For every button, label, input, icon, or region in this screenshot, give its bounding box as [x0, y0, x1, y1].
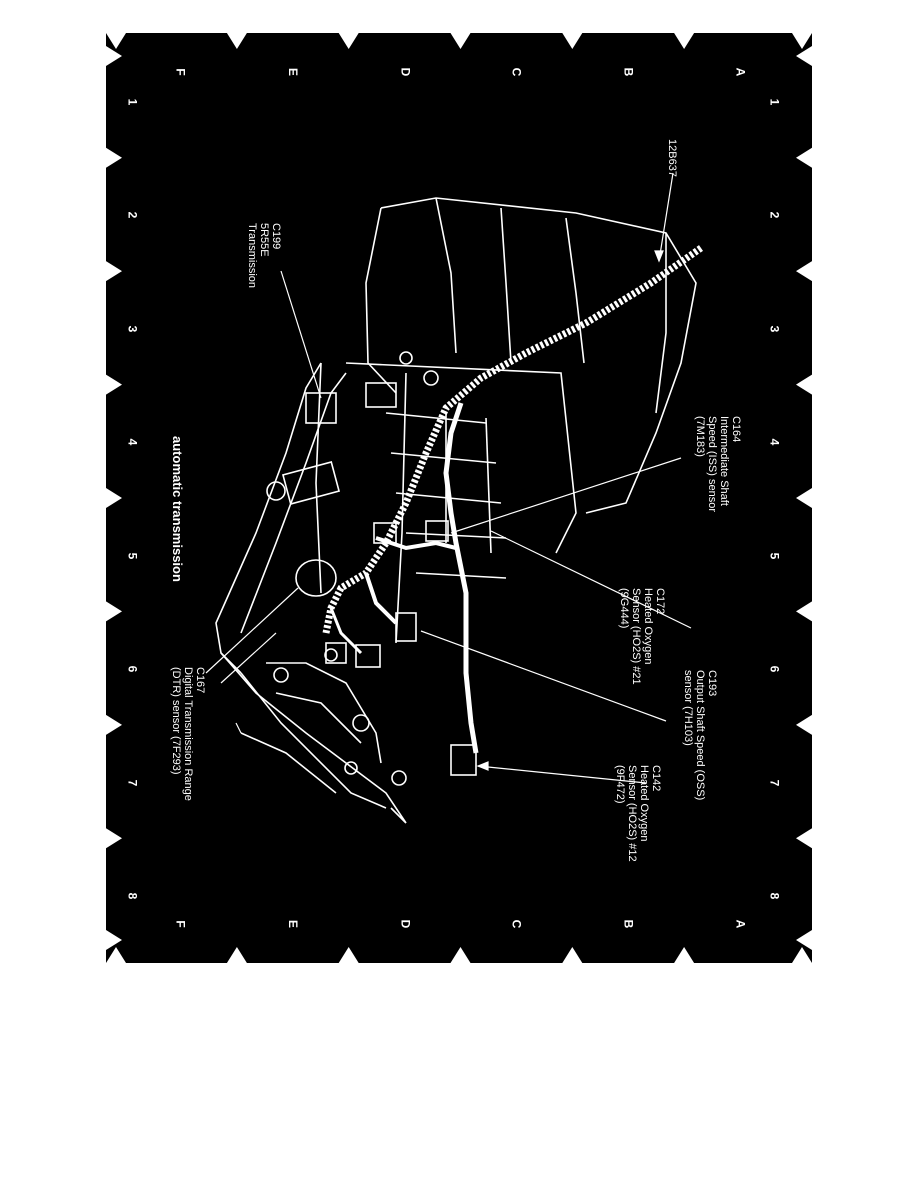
grid-column-label: 6	[125, 665, 140, 673]
grid-marker-triangle	[674, 947, 695, 963]
grid-marker-triangle	[796, 714, 812, 735]
callout-line: (9F472)	[614, 765, 626, 804]
callout-line: Heated Oxygen	[642, 588, 654, 665]
grid-marker-triangle	[106, 947, 126, 963]
grid-marker-triangle	[106, 930, 122, 950]
callout-line: (DTR) sensor (7F293)	[170, 667, 182, 775]
grid-column-label: 6	[767, 665, 782, 673]
grid-marker-triangle	[562, 947, 583, 963]
grid-column-label: 7	[767, 779, 782, 786]
callout-line: Transmission	[246, 223, 258, 288]
grid-marker-triangle	[226, 33, 247, 49]
grid-marker-triangle	[792, 947, 812, 963]
callout-c164: C164 Intermediate Shaft Speed (ISS) sens…	[694, 416, 742, 512]
callout-line: C172	[654, 588, 666, 615]
grid-column-label: 3	[125, 325, 140, 333]
grid-marker-triangle	[106, 147, 122, 168]
callout-c199: C199 5R55E Transmission	[246, 223, 282, 288]
grid-marker-triangle	[106, 261, 122, 282]
grid-column-label: 5	[125, 552, 140, 560]
grid-column-label: 1	[767, 98, 782, 106]
leader-lines	[205, 172, 692, 784]
grid-column-label: 8	[767, 892, 782, 900]
grid-marker-triangle	[796, 828, 812, 849]
grid-column-label: 2	[125, 212, 140, 219]
grid-row-label: D	[397, 67, 412, 77]
grid-column-label: 5	[767, 552, 782, 560]
grid-row-label: A	[733, 919, 748, 929]
grid-marker-triangle	[338, 947, 359, 963]
grid-marker-triangle	[796, 374, 812, 395]
callout-c167: C167 Digital Transmission Range (DTR) se…	[170, 667, 206, 801]
grid-markers	[106, 33, 812, 963]
callout-line: C193	[706, 670, 718, 697]
callout-line: Speed (ISS) sensor	[706, 416, 718, 512]
grid-marker-triangle	[106, 714, 122, 735]
callout-line: Heated Oxygen	[638, 765, 650, 842]
callout-line: C164	[730, 416, 742, 443]
grid-row-label: E	[285, 919, 300, 929]
callout-line: sensor (7H103)	[682, 670, 694, 746]
grid-marker-triangle	[796, 488, 812, 508]
grid-marker-triangle	[796, 930, 812, 950]
grid-marker-triangle	[106, 46, 122, 66]
grid-marker-triangle	[338, 33, 359, 49]
grid-marker-triangle	[796, 261, 812, 282]
callout-line: Digital Transmission Range	[182, 667, 194, 801]
callout-line: (9G444)	[618, 588, 630, 629]
grid-marker-triangle	[674, 33, 695, 49]
grid-marker-triangle	[106, 374, 122, 395]
grid-marker-triangle	[562, 33, 583, 49]
grid-column-label: 8	[125, 892, 140, 900]
callout-line: 5R55E	[258, 223, 270, 257]
callout-line: 12B637	[666, 139, 678, 177]
grid-row-label: D	[397, 919, 412, 929]
wiring-harness	[322, 245, 704, 634]
grid-marker-triangle	[796, 147, 812, 168]
grid-marker-triangle	[792, 33, 812, 49]
grid-marker-triangle	[106, 828, 122, 849]
grid-column-label: 4	[767, 438, 782, 446]
callout-harness: 12B637	[666, 139, 678, 177]
grid-row-label: B	[621, 919, 636, 929]
grid-row-label: C	[509, 919, 524, 929]
grid-row-label: F	[173, 68, 188, 76]
grid-marker-triangle	[450, 947, 471, 963]
grid-row-label: F	[173, 920, 188, 928]
transmission-drawing	[106, 33, 812, 963]
grid-marker-triangle	[450, 33, 471, 49]
callout-line: Sensor (HO2S) #12	[626, 765, 638, 862]
callout-line: Sensor (HO2S) #21	[630, 588, 642, 685]
grid-marker-triangle	[106, 601, 122, 622]
grid-row-label: B	[621, 67, 636, 77]
grid-column-label: 2	[767, 212, 782, 219]
callout-c172: C172 Heated Oxygen Sensor (HO2S) #21 (9G…	[618, 588, 666, 685]
grid-marker-triangle	[226, 947, 247, 963]
grid-marker-triangle	[796, 601, 812, 622]
grid-row-label: E	[285, 67, 300, 77]
grid-column-label: 4	[125, 438, 140, 446]
callout-line: Output Shaft Speed (OSS)	[694, 670, 706, 801]
callout-c142: C142 Heated Oxygen Sensor (HO2S) #12 (9F…	[614, 765, 662, 862]
grid-column-label: 1	[125, 98, 140, 106]
grid-marker-triangle	[796, 46, 812, 66]
grid-column-label: 7	[125, 779, 140, 786]
callout-line: (7M183)	[694, 416, 706, 457]
callout-line: Intermediate Shaft	[718, 416, 730, 506]
grid-marker-triangle	[106, 33, 126, 49]
diagram-title-text: automatic transmission	[170, 436, 185, 582]
callout-line: C199	[270, 223, 282, 250]
grid-row-label: A	[733, 67, 748, 77]
grid-row-label: C	[509, 67, 524, 77]
diagram-panel: A A B B C C D D E E F F 1 1 2 2 3 3 4 4 5 5 6 6 7 7 8 8 12B637 C164…	[106, 33, 812, 963]
diagram-title: automatic transmission	[170, 436, 185, 582]
callout-line: C167	[194, 667, 206, 694]
callout-c193: C193 Output Shaft Speed (OSS) sensor (7H…	[682, 670, 718, 800]
grid-marker-triangle	[106, 488, 122, 508]
grid-column-label: 3	[767, 325, 782, 333]
callout-line: C142	[650, 765, 662, 792]
